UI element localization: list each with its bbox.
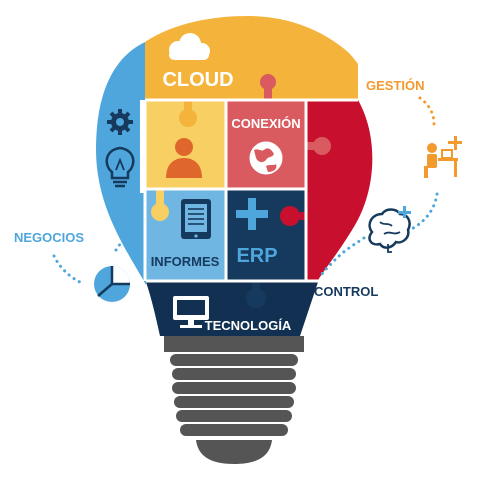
- puzzle-knob: [300, 212, 308, 220]
- puzzle-knob: [246, 288, 266, 308]
- dotted-path-gestion: [418, 96, 436, 126]
- puzzle-knob: [280, 206, 300, 226]
- puzzle-knob: [184, 98, 192, 112]
- tablet-icon: [181, 199, 211, 239]
- desk-worker-icon: [424, 136, 462, 178]
- segment-red-right: [306, 100, 373, 280]
- label-informes: INFORMES: [151, 254, 220, 269]
- puzzle-knob: [151, 203, 169, 221]
- label-erp: ERP: [236, 245, 277, 267]
- label-conexion: CONEXIÓN: [231, 116, 300, 131]
- label-negocios: NEGOCIOS: [14, 230, 84, 245]
- puzzle-knob: [156, 186, 164, 204]
- plus-icon: [236, 198, 268, 230]
- puzzle-knob: [252, 280, 260, 292]
- globe-icon: [248, 140, 284, 176]
- puzzle-knob: [179, 109, 197, 127]
- gear-icon: [107, 109, 133, 135]
- puzzle-knob: [313, 137, 331, 155]
- dotted-path-negocios-upper: [114, 238, 124, 252]
- label-tecnologia: TECNOLOGÍA: [205, 318, 292, 333]
- lightbulb-icon: [105, 146, 135, 188]
- brain-icon: [368, 206, 411, 253]
- puzzle-knob: [264, 86, 272, 102]
- monitor-icon: [173, 296, 209, 328]
- cloud-icon: [169, 33, 210, 60]
- person-icon: [166, 138, 202, 178]
- dotted-path-negocios: [52, 254, 86, 286]
- segment-erp: [227, 190, 306, 280]
- bulb-base: [164, 336, 304, 464]
- puzzle-knob: [304, 142, 316, 150]
- label-gestion: GESTIÓN: [366, 78, 425, 93]
- puzzle-seams: [143, 98, 358, 283]
- label-control: CONTROL: [314, 284, 378, 299]
- label-cloud: CLOUD: [162, 69, 233, 91]
- pie-chart-icon: [94, 266, 130, 302]
